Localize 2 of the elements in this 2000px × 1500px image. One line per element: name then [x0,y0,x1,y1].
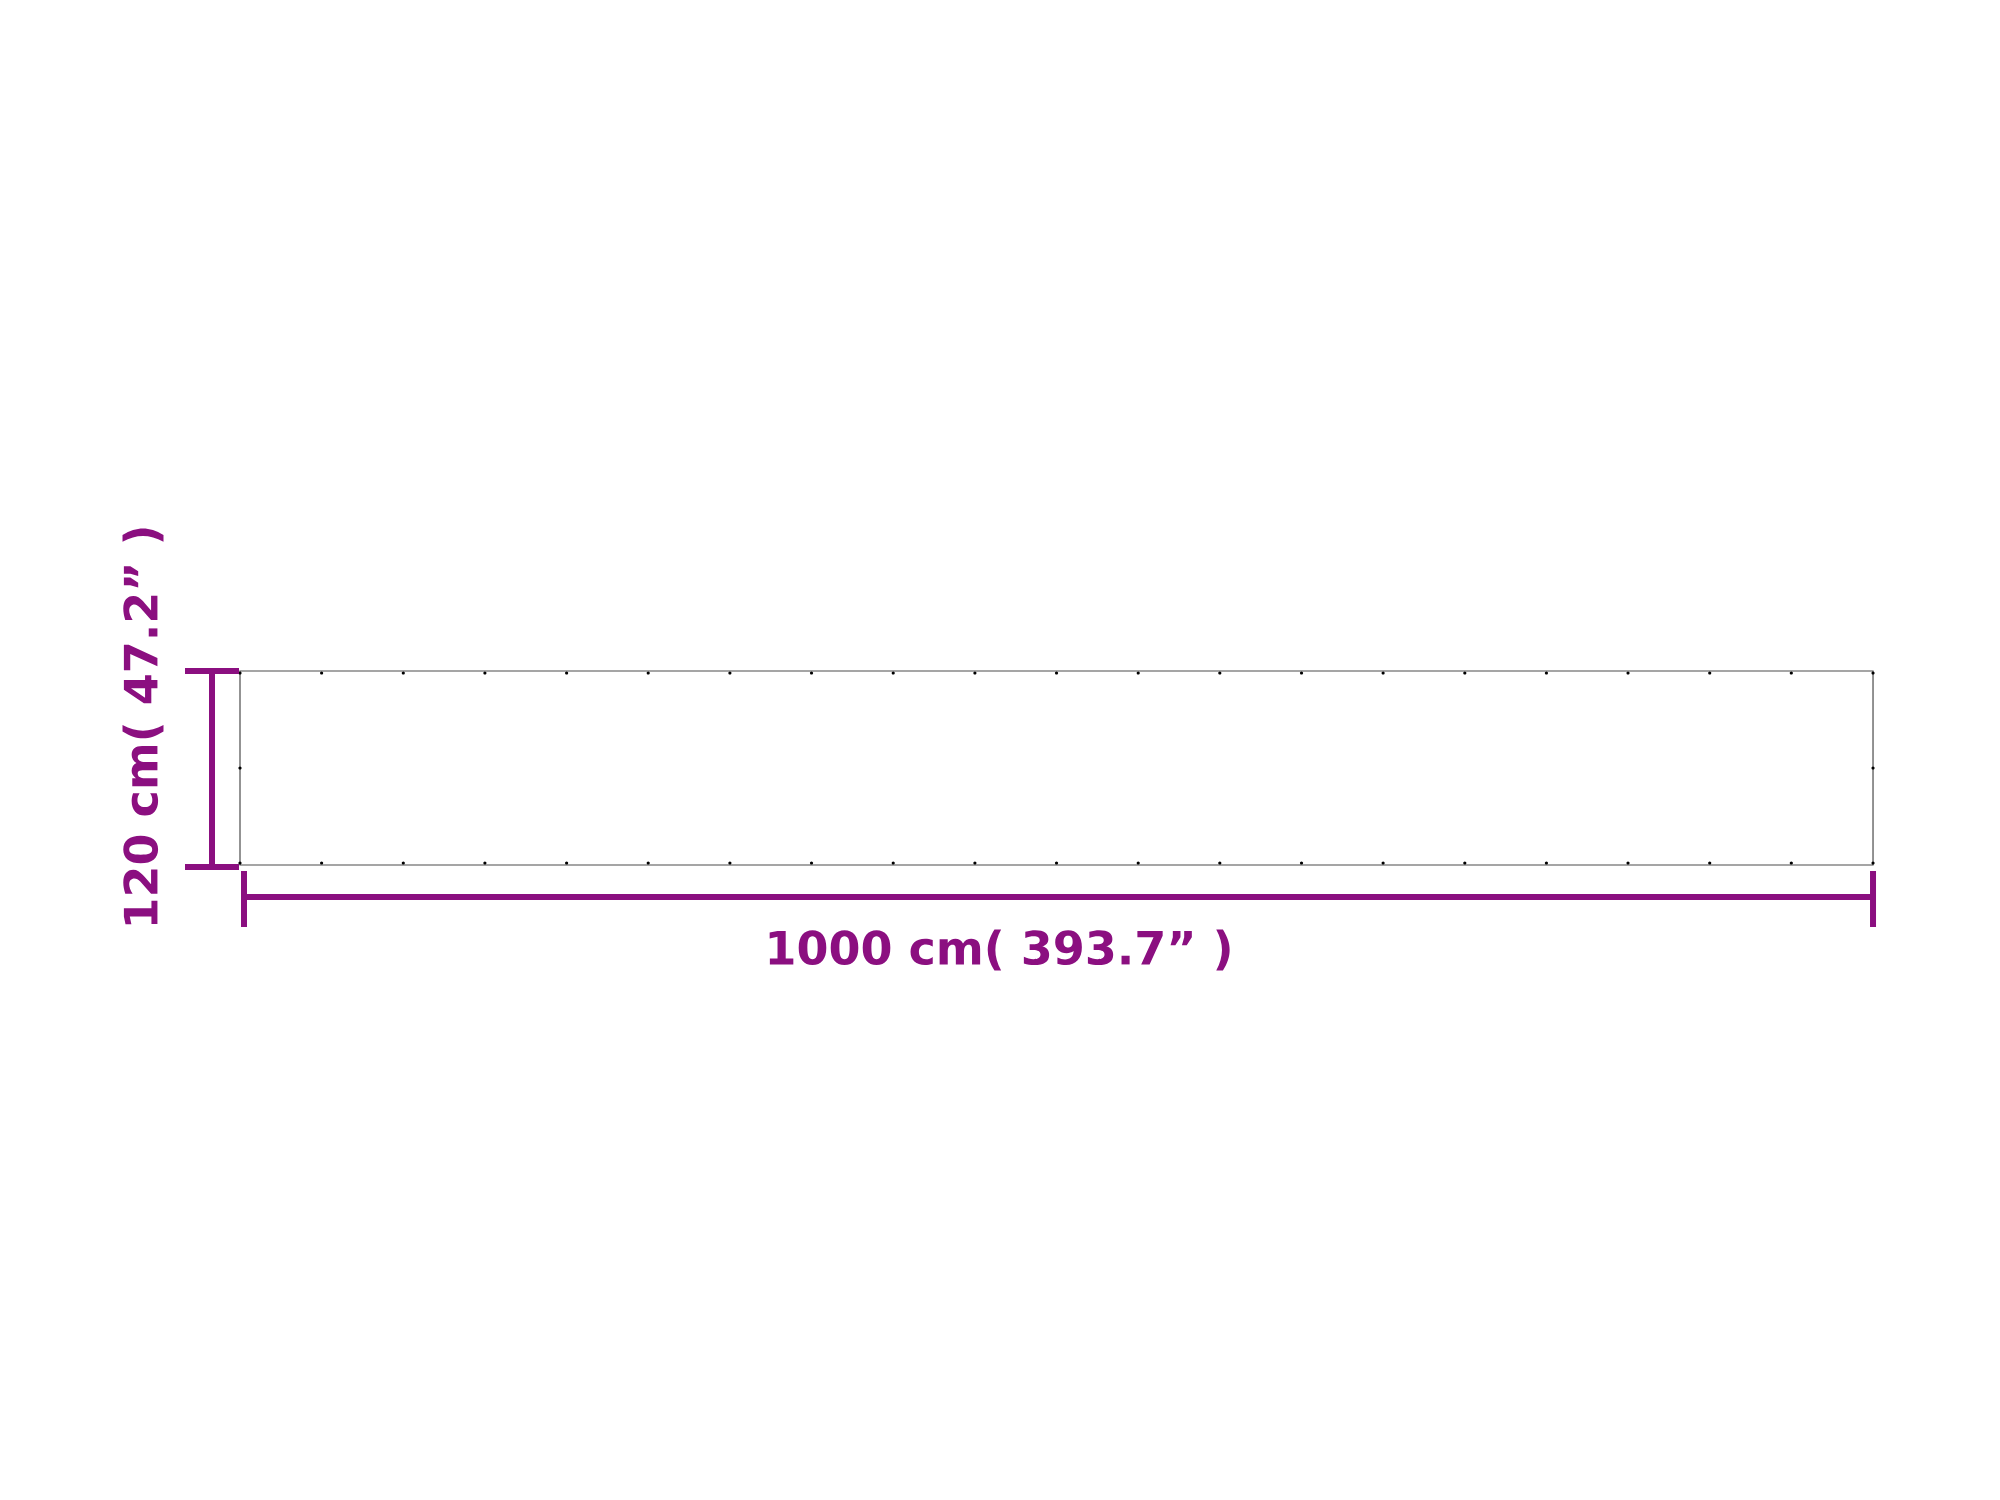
dimension-label: 120 cm( 47.2” ) [122,528,164,925]
dimension-label: 1000 cm( 393.7” ) [769,929,1230,971]
